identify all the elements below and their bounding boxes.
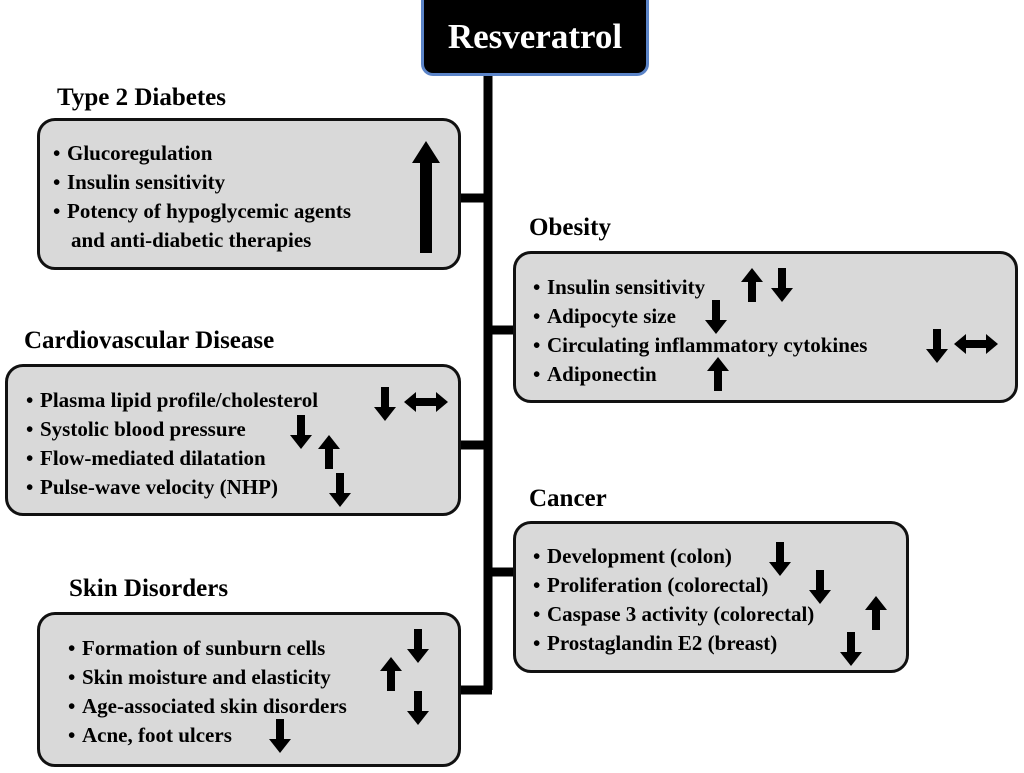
list-item: •Flow-mediated dilatation [26,446,266,470]
cancer-card: •Development (colon) •Proliferation (col… [513,521,909,673]
down-arrow-icon [374,387,396,421]
list-item: •Insulin sensitivity [533,275,706,299]
obesity-card: •Insulin sensitivity •Adipocyte size •Ci… [513,251,1018,403]
down-arrow-icon [840,632,862,666]
double-arrow-icon [954,334,998,354]
cancer-list: •Development (colon) •Proliferation (col… [533,542,814,658]
skin-heading: Skin Disorders [69,575,229,602]
down-arrow-icon [269,719,291,753]
diabetes-heading: Type 2 Diabetes [57,84,226,111]
down-arrow-icon [926,329,948,363]
cardio-card: •Plasma lipid profile/cholesterol •Systo… [5,364,461,516]
list-item: •Formation of sunburn cells [68,636,326,660]
cardio-heading: Cardiovascular Disease [24,327,275,354]
up-arrow-icon [412,141,440,253]
up-arrow-icon [318,435,340,469]
list-item: •Circulating inflammatory cytokines [533,333,868,357]
list-item: •Skin moisture and elasticity [68,665,331,689]
list-item: •Development (colon) [533,544,732,568]
cardio-list: •Plasma lipid profile/cholesterol •Systo… [26,386,318,502]
list-item: •Plasma lipid profile/cholesterol [26,388,319,412]
list-item: •Insulin sensitivity [53,170,226,194]
list-item: •Systolic blood pressure [26,417,246,441]
list-item: •Proliferation (colorectal) [533,573,769,597]
diagram-title: Resveratrol [447,16,623,56]
title-box: Resveratrol [421,0,649,76]
list-item: •Acne, foot ulcers [68,723,232,747]
down-arrow-icon [329,473,351,507]
cancer-heading: Cancer [529,485,607,512]
skin-list: •Formation of sunburn cells •Skin moistu… [68,634,347,750]
obesity-list: •Insulin sensitivity •Adipocyte size •Ci… [533,273,867,389]
list-item: •Prostaglandin E2 (breast) [533,631,778,655]
down-arrow-icon [769,542,791,576]
up-arrow-icon [707,357,729,391]
down-arrow-icon [407,629,429,663]
down-arrow-icon [290,415,312,449]
diabetes-list: •Glucoregulation •Insulin sensitivity •P… [53,139,351,255]
obesity-heading: Obesity [529,214,611,241]
up-arrow-icon [380,657,402,691]
list-item: •Glucoregulation [53,141,213,165]
up-arrow-icon [741,268,763,302]
list-item: •Pulse-wave velocity (NHP) [26,475,278,499]
list-item: •Age-associated skin disorders [68,694,347,718]
list-item: •Caspase 3 activity (colorectal) [533,602,815,626]
list-item: •Adiponectin [533,362,657,386]
list-item: •Adipocyte size [533,304,676,328]
down-arrow-icon [809,570,831,604]
double-arrow-icon [404,392,448,412]
down-arrow-icon [407,691,429,725]
down-arrow-icon [705,300,727,334]
list-item: •Potency of hypoglycemic agents [53,199,352,223]
list-item: and anti-diabetic therapies [71,228,312,252]
skin-card: •Formation of sunburn cells •Skin moistu… [37,612,461,767]
down-arrow-icon [771,268,793,302]
diabetes-card: •Glucoregulation •Insulin sensitivity •P… [37,118,461,270]
up-arrow-icon [865,596,887,630]
